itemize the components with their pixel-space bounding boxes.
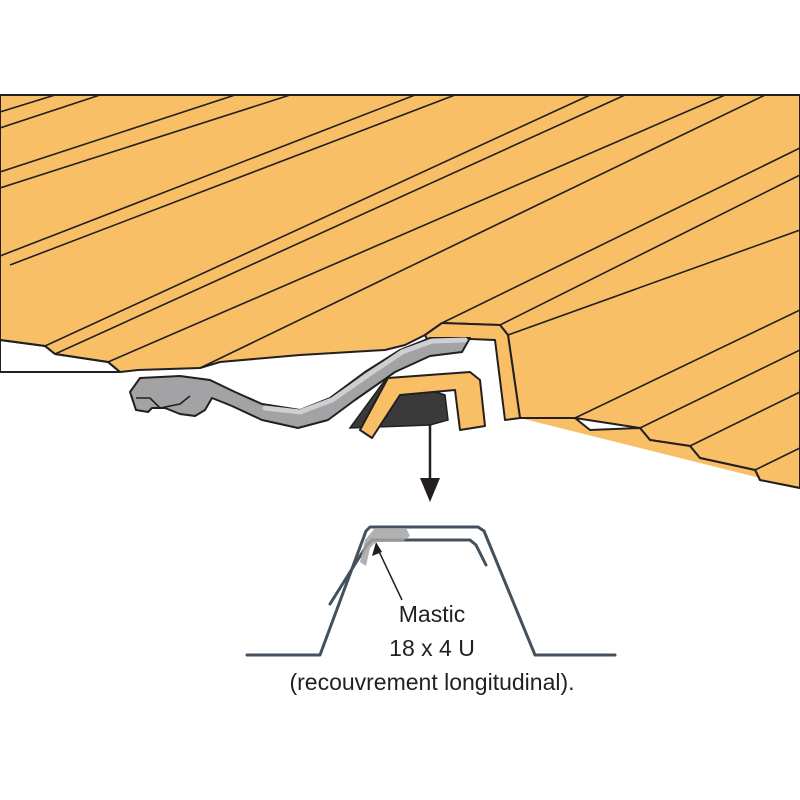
mastic-band-highlight: [262, 337, 468, 415]
rib-line: [574, 309, 800, 419]
roof-panel-main: [0, 94, 800, 489]
callout-leader: [375, 544, 403, 601]
roof-sheet: [0, 94, 800, 489]
callout-line-3: (recouvrement longitudinal).: [289, 669, 574, 695]
arrow-head-icon: [420, 478, 440, 502]
cross-section: [245, 525, 617, 657]
rib-line: [54, 94, 626, 355]
rib-line: [754, 447, 800, 471]
rib-line: [689, 391, 800, 447]
rib-line: [9, 94, 456, 266]
rib-line: [44, 94, 591, 347]
front-rib-right: [520, 417, 800, 489]
down-arrow: [420, 425, 440, 502]
overlap-rib-lower: [359, 371, 486, 439]
section-mastic-fill: [360, 528, 410, 566]
rib-line: [199, 94, 766, 369]
rib-line: [441, 147, 800, 324]
front-rib-left: [0, 339, 121, 373]
rib-line: [0, 94, 101, 129]
roof-front-edge: [0, 339, 800, 489]
rib-line: [499, 174, 800, 326]
rib-line: [0, 94, 416, 257]
mastic-band-end: [136, 395, 191, 409]
callout-arrow-icon: [372, 542, 382, 556]
callout-line-2: 18 x 4 U: [389, 635, 475, 661]
rib-line: [107, 94, 726, 363]
rib-line: [0, 94, 56, 113]
callout-line-1: Mastic: [399, 601, 465, 627]
section-outer-profile: [245, 525, 617, 657]
section-inner-profile: [328, 538, 488, 606]
rib-line: [0, 94, 291, 189]
rib-line: [0, 94, 236, 173]
rib-line: [639, 349, 800, 429]
rib-line: [507, 229, 800, 336]
roof-rib-lines: [0, 94, 800, 471]
